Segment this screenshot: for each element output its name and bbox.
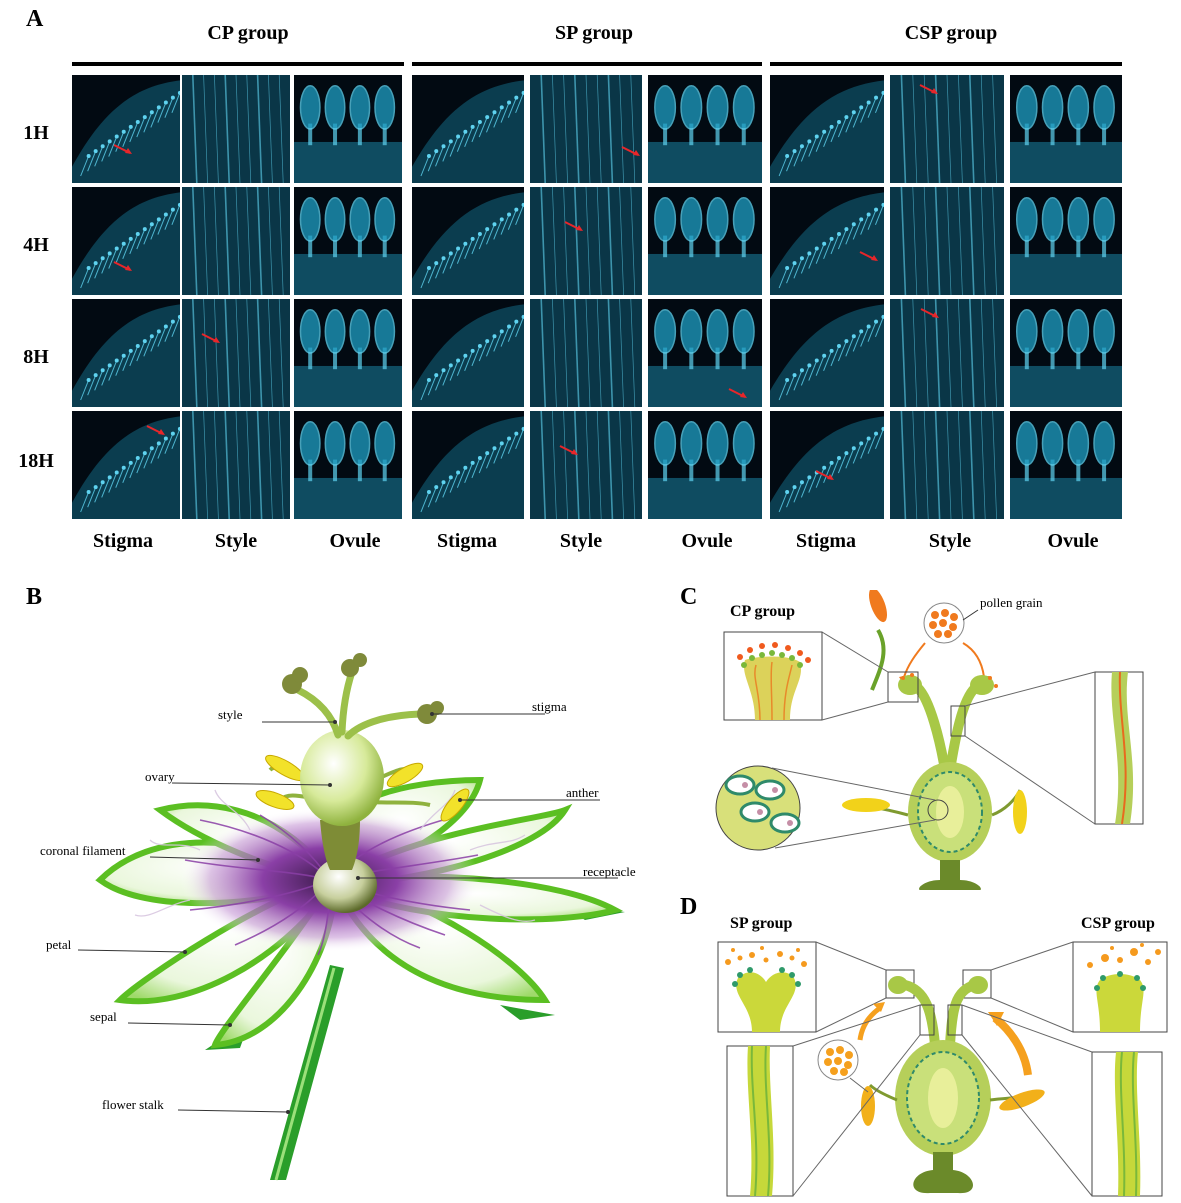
micrograph-cp-style-1h	[182, 75, 290, 183]
micrograph-sp-ovule-8h	[648, 299, 762, 407]
micrograph-csp-style-18h	[890, 411, 1004, 519]
micrograph-sp-style-8h	[530, 299, 642, 407]
micrograph-sp-style-18h	[530, 411, 642, 519]
column-label-sp-style: Style	[559, 530, 603, 552]
group-rule-cp	[72, 62, 404, 66]
pistil-diagram-cp	[715, 590, 1144, 890]
group-title-csp: CSP group	[904, 22, 998, 44]
column-label-csp-style: Style	[928, 530, 972, 552]
label-stigma: stigma	[532, 699, 567, 714]
micrograph-sp-ovule-1h	[648, 75, 762, 183]
micrograph-cp-ovule-8h	[294, 299, 402, 407]
time-label-8h: 8H	[23, 346, 49, 368]
micrograph-cp-stigma-8h	[72, 299, 180, 407]
micrograph-csp-ovule-1h	[1010, 75, 1122, 183]
panel-a-letter: A	[26, 6, 44, 32]
panel-d-right-group-label: CSP group	[1081, 915, 1155, 932]
panel-c-group-label: CP group	[730, 603, 796, 620]
time-label-18h: 18H	[18, 450, 54, 472]
label-sepal: sepal	[90, 1009, 117, 1024]
micrograph-cp-ovule-18h	[294, 411, 402, 519]
group-rule-csp	[770, 62, 1122, 66]
micrograph-cp-ovule-4h	[294, 187, 402, 295]
label-style: style	[218, 707, 243, 722]
group-rule-sp	[412, 62, 762, 66]
column-label-cp-stigma: Stigma	[93, 530, 153, 552]
column-label-sp-stigma: Stigma	[437, 530, 497, 552]
panel-d-letter: D	[680, 894, 698, 920]
panel-d-left-group-label: SP group	[730, 915, 793, 932]
micrograph-sp-style-4h	[530, 187, 642, 295]
label-flower-stalk: flower stalk	[102, 1097, 164, 1112]
micrograph-csp-stigma-18h	[770, 411, 884, 519]
micrograph-cp-ovule-1h	[294, 75, 402, 183]
column-label-sp-ovule: Ovule	[681, 530, 733, 552]
time-label-4h: 4H	[23, 234, 49, 256]
panel-b-letter: B	[26, 584, 43, 610]
micrograph-cp-stigma-1h	[72, 75, 180, 183]
micrograph-csp-style-4h	[890, 187, 1004, 295]
micrograph-csp-ovule-4h	[1010, 187, 1122, 295]
group-title-sp: SP group	[555, 22, 633, 44]
micrograph-sp-style-1h	[530, 75, 642, 183]
column-label-cp-ovule: Ovule	[329, 530, 381, 552]
label-ovary: ovary	[145, 769, 175, 784]
micrograph-sp-stigma-1h	[412, 75, 524, 183]
label-receptacle: receptacle	[583, 864, 636, 879]
micrograph-csp-stigma-4h	[770, 187, 884, 295]
micrograph-sp-ovule-4h	[648, 187, 762, 295]
column-label-csp-stigma: Stigma	[796, 530, 856, 552]
group-title-cp: CP group	[207, 22, 289, 44]
micrograph-csp-style-1h	[890, 75, 1004, 183]
label-petal: petal	[46, 937, 72, 952]
flower-diagram	[77, 653, 625, 1181]
micrograph-cp-stigma-4h	[72, 187, 180, 295]
micrograph-csp-ovule-18h	[1010, 411, 1122, 519]
micrograph-cp-style-4h	[182, 187, 290, 295]
micrograph-cp-stigma-18h	[72, 411, 180, 519]
micrograph-csp-stigma-1h	[770, 75, 884, 183]
micrograph-sp-stigma-8h	[412, 299, 524, 407]
label-anther: anther	[566, 785, 599, 800]
time-label-1h: 1H	[23, 122, 49, 144]
pistil-diagram-sp-csp	[717, 941, 1168, 1197]
column-label-csp-ovule: Ovule	[1047, 530, 1099, 552]
micrograph-csp-style-8h	[890, 299, 1004, 407]
label-coronal-filament: coronal filament	[40, 843, 126, 858]
micrograph-sp-ovule-18h	[648, 411, 762, 519]
micrograph-csp-stigma-8h	[770, 299, 884, 407]
panel-c-letter: C	[680, 584, 698, 610]
micrograph-sp-stigma-4h	[412, 187, 524, 295]
micrograph-sp-stigma-18h	[412, 411, 524, 519]
column-label-cp-style: Style	[214, 530, 258, 552]
micrograph-cp-style-18h	[182, 411, 290, 519]
micrograph-cp-style-8h	[182, 299, 290, 407]
label-pollen-grain: pollen grain	[980, 595, 1043, 610]
micrograph-csp-ovule-8h	[1010, 299, 1122, 407]
